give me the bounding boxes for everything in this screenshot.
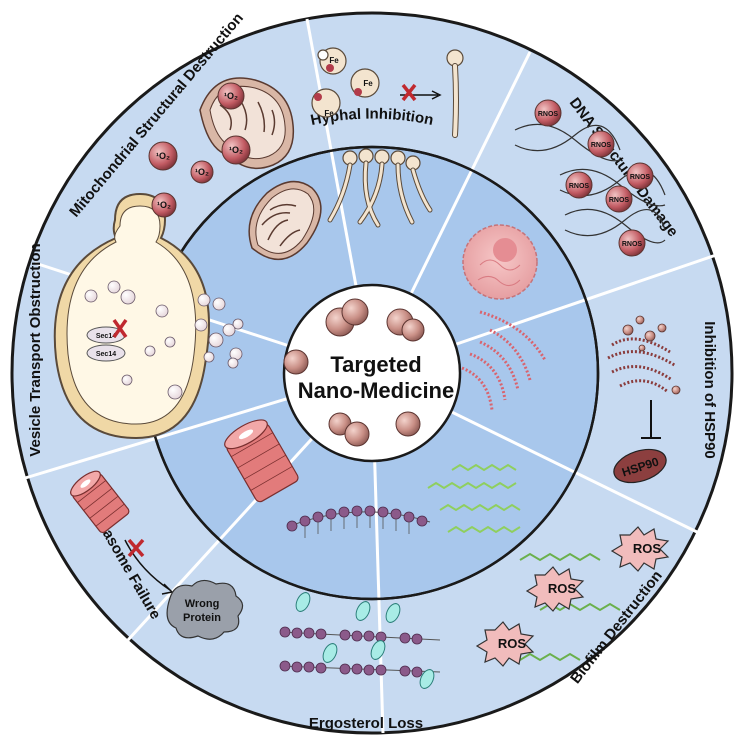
nanoparticle — [395, 411, 421, 437]
hsp90-illustration: HSP90 — [607, 315, 681, 484]
fe-label: Fe — [363, 79, 373, 88]
rnos-particles: RNOS RNOS RNOS RNOS RNOS RNOS — [534, 99, 654, 257]
center-hub: Targeted Nano-Medicine — [282, 283, 462, 463]
wrong-protein-label-line1: Wrong — [185, 598, 220, 610]
segment-label-ergosterol: Ergosterol Loss — [309, 715, 423, 732]
arrow-icon — [124, 539, 171, 591]
rnos-label: RNOS — [622, 241, 643, 248]
inner-hyphae-illustration — [327, 148, 433, 228]
cross-icon — [401, 83, 417, 102]
singlet-oxygen-label: ¹O₂ — [156, 151, 170, 161]
sec14-label: Sec14 — [96, 333, 116, 340]
inner-mitochondrion-illustration — [248, 180, 322, 261]
ros-label: ROS — [633, 541, 662, 556]
cross-icon — [112, 318, 128, 339]
inner-membrane-illustration — [286, 505, 431, 538]
inner-nucleus-illustration — [462, 224, 538, 300]
dna-damage-illustration — [514, 123, 666, 244]
nanoparticle — [401, 318, 425, 342]
sec14-label: Sec14 — [96, 351, 116, 358]
ros-label: ROS — [548, 581, 577, 596]
inner-vesicles-illustration — [194, 293, 244, 369]
segment-label-hyphal: Hyphal Inhibition — [309, 106, 435, 130]
damage-mark-icon — [314, 93, 322, 101]
nanoparticle — [341, 298, 369, 326]
hyphal-inhibition-illustration: Fe Fe Fe — [311, 47, 464, 138]
center-title-line2: Nano-Medicine — [298, 378, 454, 403]
wrong-protein-label-line2: Protein — [183, 612, 221, 624]
ros-label: ROS — [498, 636, 527, 651]
inner-golgi-illustration — [461, 310, 547, 411]
fe-label: Fe — [324, 109, 334, 118]
inner-proteasome-illustration — [224, 419, 299, 503]
singlet-oxygen-label: ¹O₂ — [229, 145, 243, 155]
segment-label-vesicle: Vesicle Transport Obstruction — [27, 243, 44, 456]
fe-label: Fe — [329, 56, 339, 65]
nanoparticle — [344, 421, 370, 447]
rnos-label: RNOS — [609, 197, 630, 204]
rnos-label: RNOS — [538, 111, 559, 118]
inner-biofilm-illustration — [427, 463, 521, 534]
cross-icon — [127, 538, 145, 558]
vesicle-transport-illustration: Sec14 Sec14 — [53, 192, 210, 440]
damage-mark-icon — [354, 88, 362, 96]
mito-destruction-illustration: ¹O₂ ¹O₂ ¹O₂ ¹O₂ ¹O₂ — [148, 77, 295, 218]
proteasome-illustration: Wrong Protein — [70, 470, 244, 640]
biofilm-illustration: ROS ROS ROS — [475, 526, 670, 667]
rnos-label: RNOS — [591, 142, 612, 149]
rnos-label: RNOS — [630, 174, 651, 181]
damage-mark-icon — [326, 64, 334, 72]
singlet-oxygen-label: ¹O₂ — [224, 91, 238, 101]
rnos-label: RNOS — [569, 183, 590, 190]
singlet-oxygen-label: ¹O₂ — [157, 200, 171, 210]
inhibition-icon — [641, 400, 661, 439]
ergosterol-illustration — [279, 592, 441, 689]
nanoparticle-cluster — [283, 298, 425, 447]
segment-label-hsp90: Inhibition of HSP90 — [701, 321, 718, 459]
singlet-oxygen-label: ¹O₂ — [195, 167, 209, 177]
center-title-line1: Targeted — [330, 352, 421, 377]
nanoparticle — [283, 349, 309, 375]
